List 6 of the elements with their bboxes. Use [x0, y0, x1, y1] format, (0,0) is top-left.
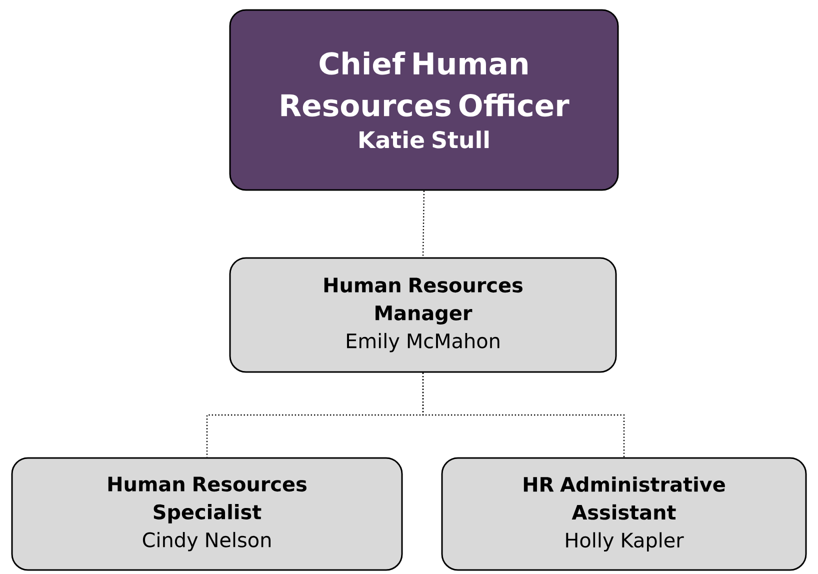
position-box: Chief Human Resources Officer Katie Stull: [229, 9, 619, 191]
position-box: Human Resources Manager Emily McMahon: [229, 257, 617, 373]
connector-line: [422, 372, 625, 458]
position-box: Human Resources Specialist Cindy Nelson: [11, 457, 403, 571]
position-box: HR Administrative Assistant Holly Kapler: [441, 457, 807, 571]
connector-line: [422, 190, 425, 258]
